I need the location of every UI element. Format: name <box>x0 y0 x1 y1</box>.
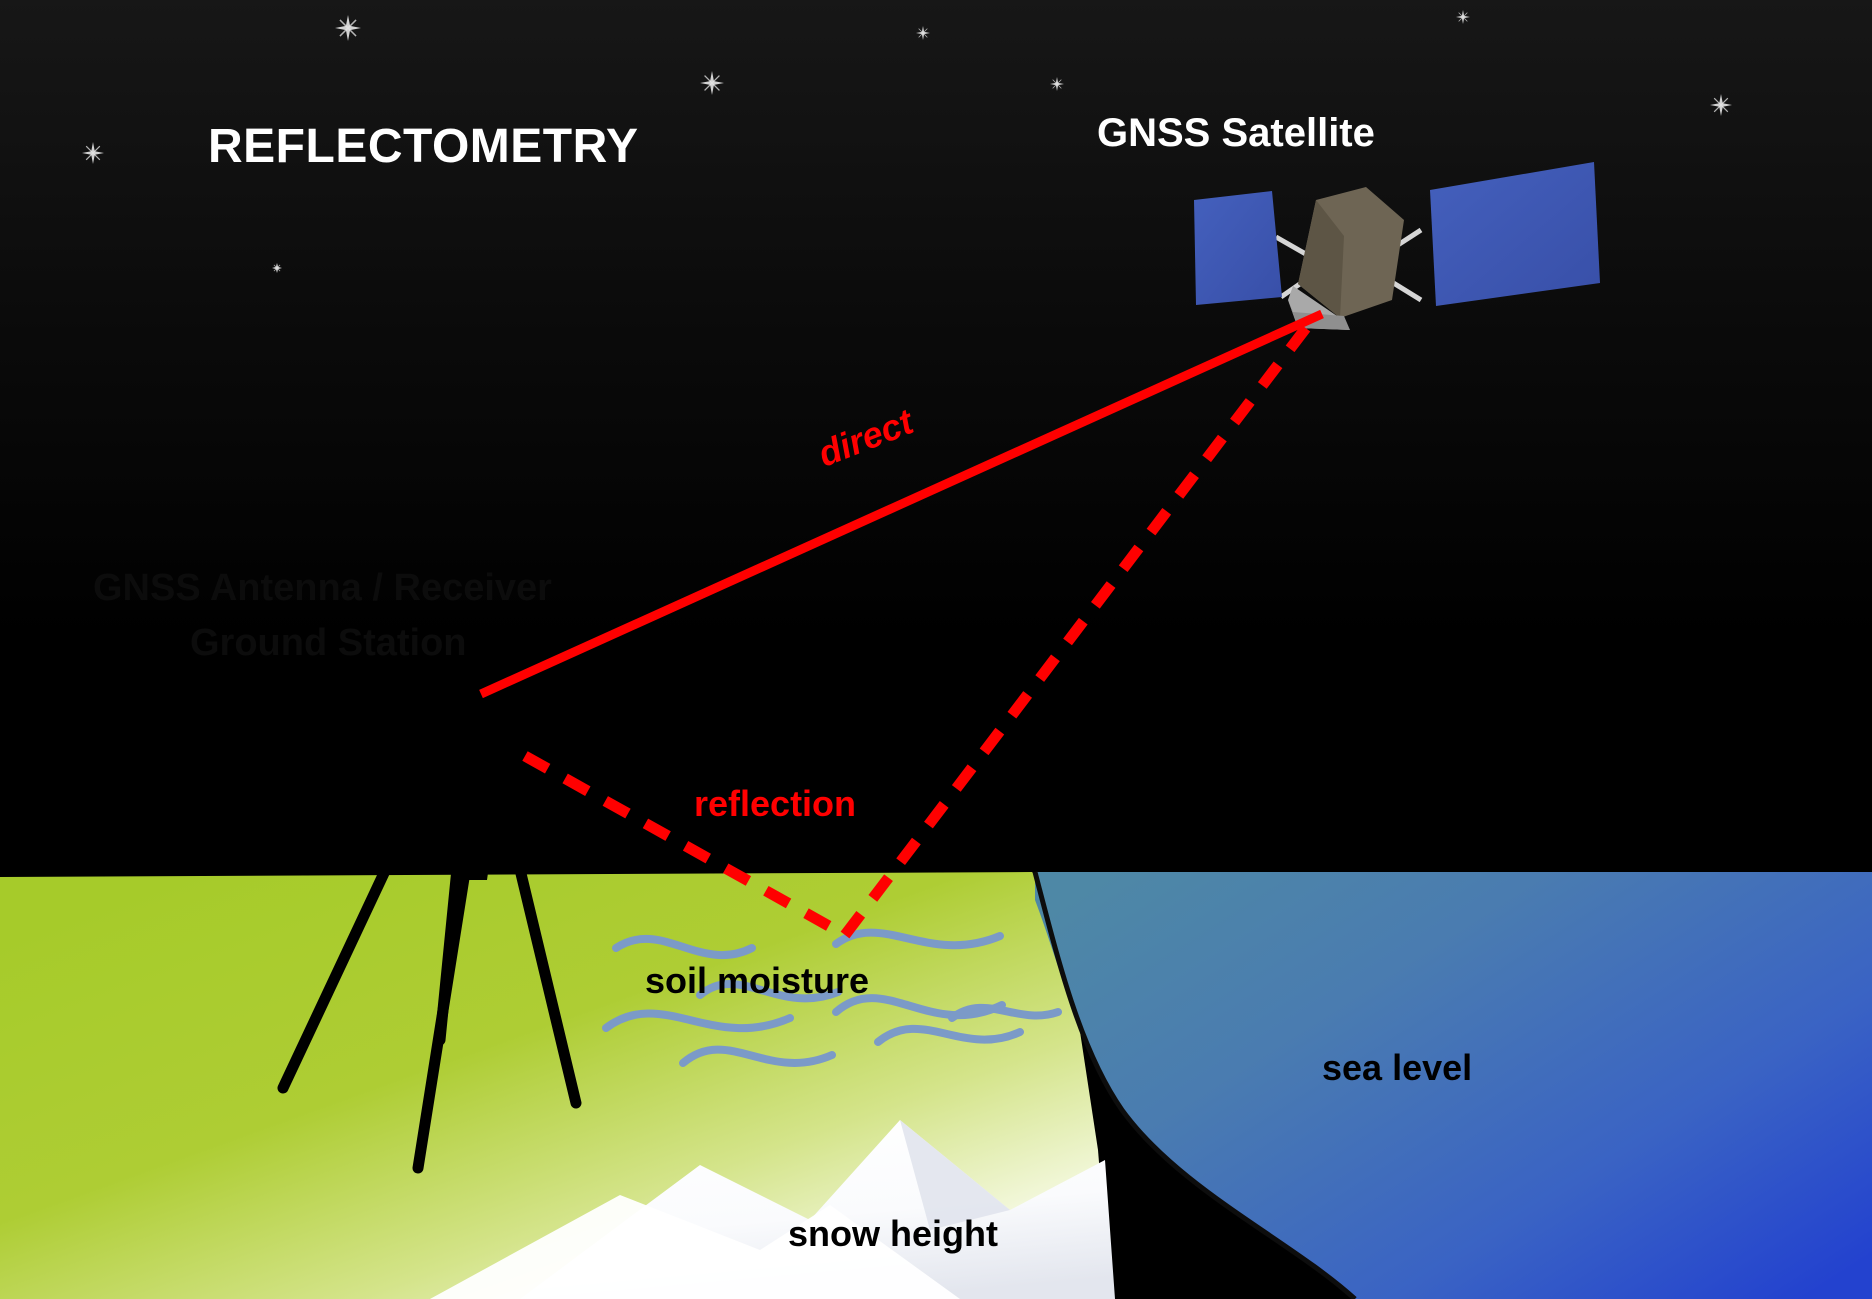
antenna-dome <box>347 651 607 769</box>
sea-level-label: sea level <box>1322 1047 1473 1088</box>
satellite-label: GNSS Satellite <box>1097 111 1375 155</box>
star-icon <box>272 263 282 273</box>
soil-moisture-label: soil moisture <box>645 960 870 1001</box>
snow-region <box>430 1120 1115 1299</box>
star-icon <box>1050 77 1064 91</box>
night-sky <box>0 0 1872 640</box>
sea-outline <box>1032 871 1357 1299</box>
satellite-body-facet <box>1298 200 1344 318</box>
reflected-signal-path-down <box>522 751 848 940</box>
snow-height-label: snow height <box>788 1213 998 1254</box>
land-region <box>0 872 1110 1299</box>
sea-region <box>1032 871 1872 1299</box>
solar-panel-right <box>1430 162 1600 306</box>
page-title: REFLECTOMETRY <box>208 120 639 173</box>
grass-terrain <box>0 872 1110 1299</box>
gnss-satellite <box>1194 162 1600 330</box>
stars-layer <box>82 10 1732 273</box>
sea-water <box>1035 872 1872 1299</box>
star-icon <box>82 142 104 164</box>
antenna-tripod <box>277 772 582 1174</box>
snow-mountain-secondary <box>430 1195 960 1299</box>
star-icon <box>1710 94 1732 116</box>
direct-signal-path <box>479 309 1324 699</box>
star-icon <box>335 15 361 41</box>
antenna-receiver-label: GNSS Antenna / Receiver <box>93 567 552 609</box>
reflected-signal-path-up <box>840 316 1317 939</box>
reflection-path-label: reflection <box>694 783 857 824</box>
signal-paths <box>479 309 1324 940</box>
soil-moisture-squiggles <box>602 928 1062 1067</box>
ground-station-label: Ground Station <box>190 622 467 664</box>
solar-panel-left <box>1194 191 1282 305</box>
star-icon <box>916 26 930 40</box>
antenna-mast-cone <box>452 780 500 880</box>
star-icon <box>1456 10 1470 24</box>
star-icon <box>700 71 724 95</box>
snow-mountain-shadow <box>900 1120 1010 1230</box>
ground-station-antenna <box>277 651 607 1174</box>
